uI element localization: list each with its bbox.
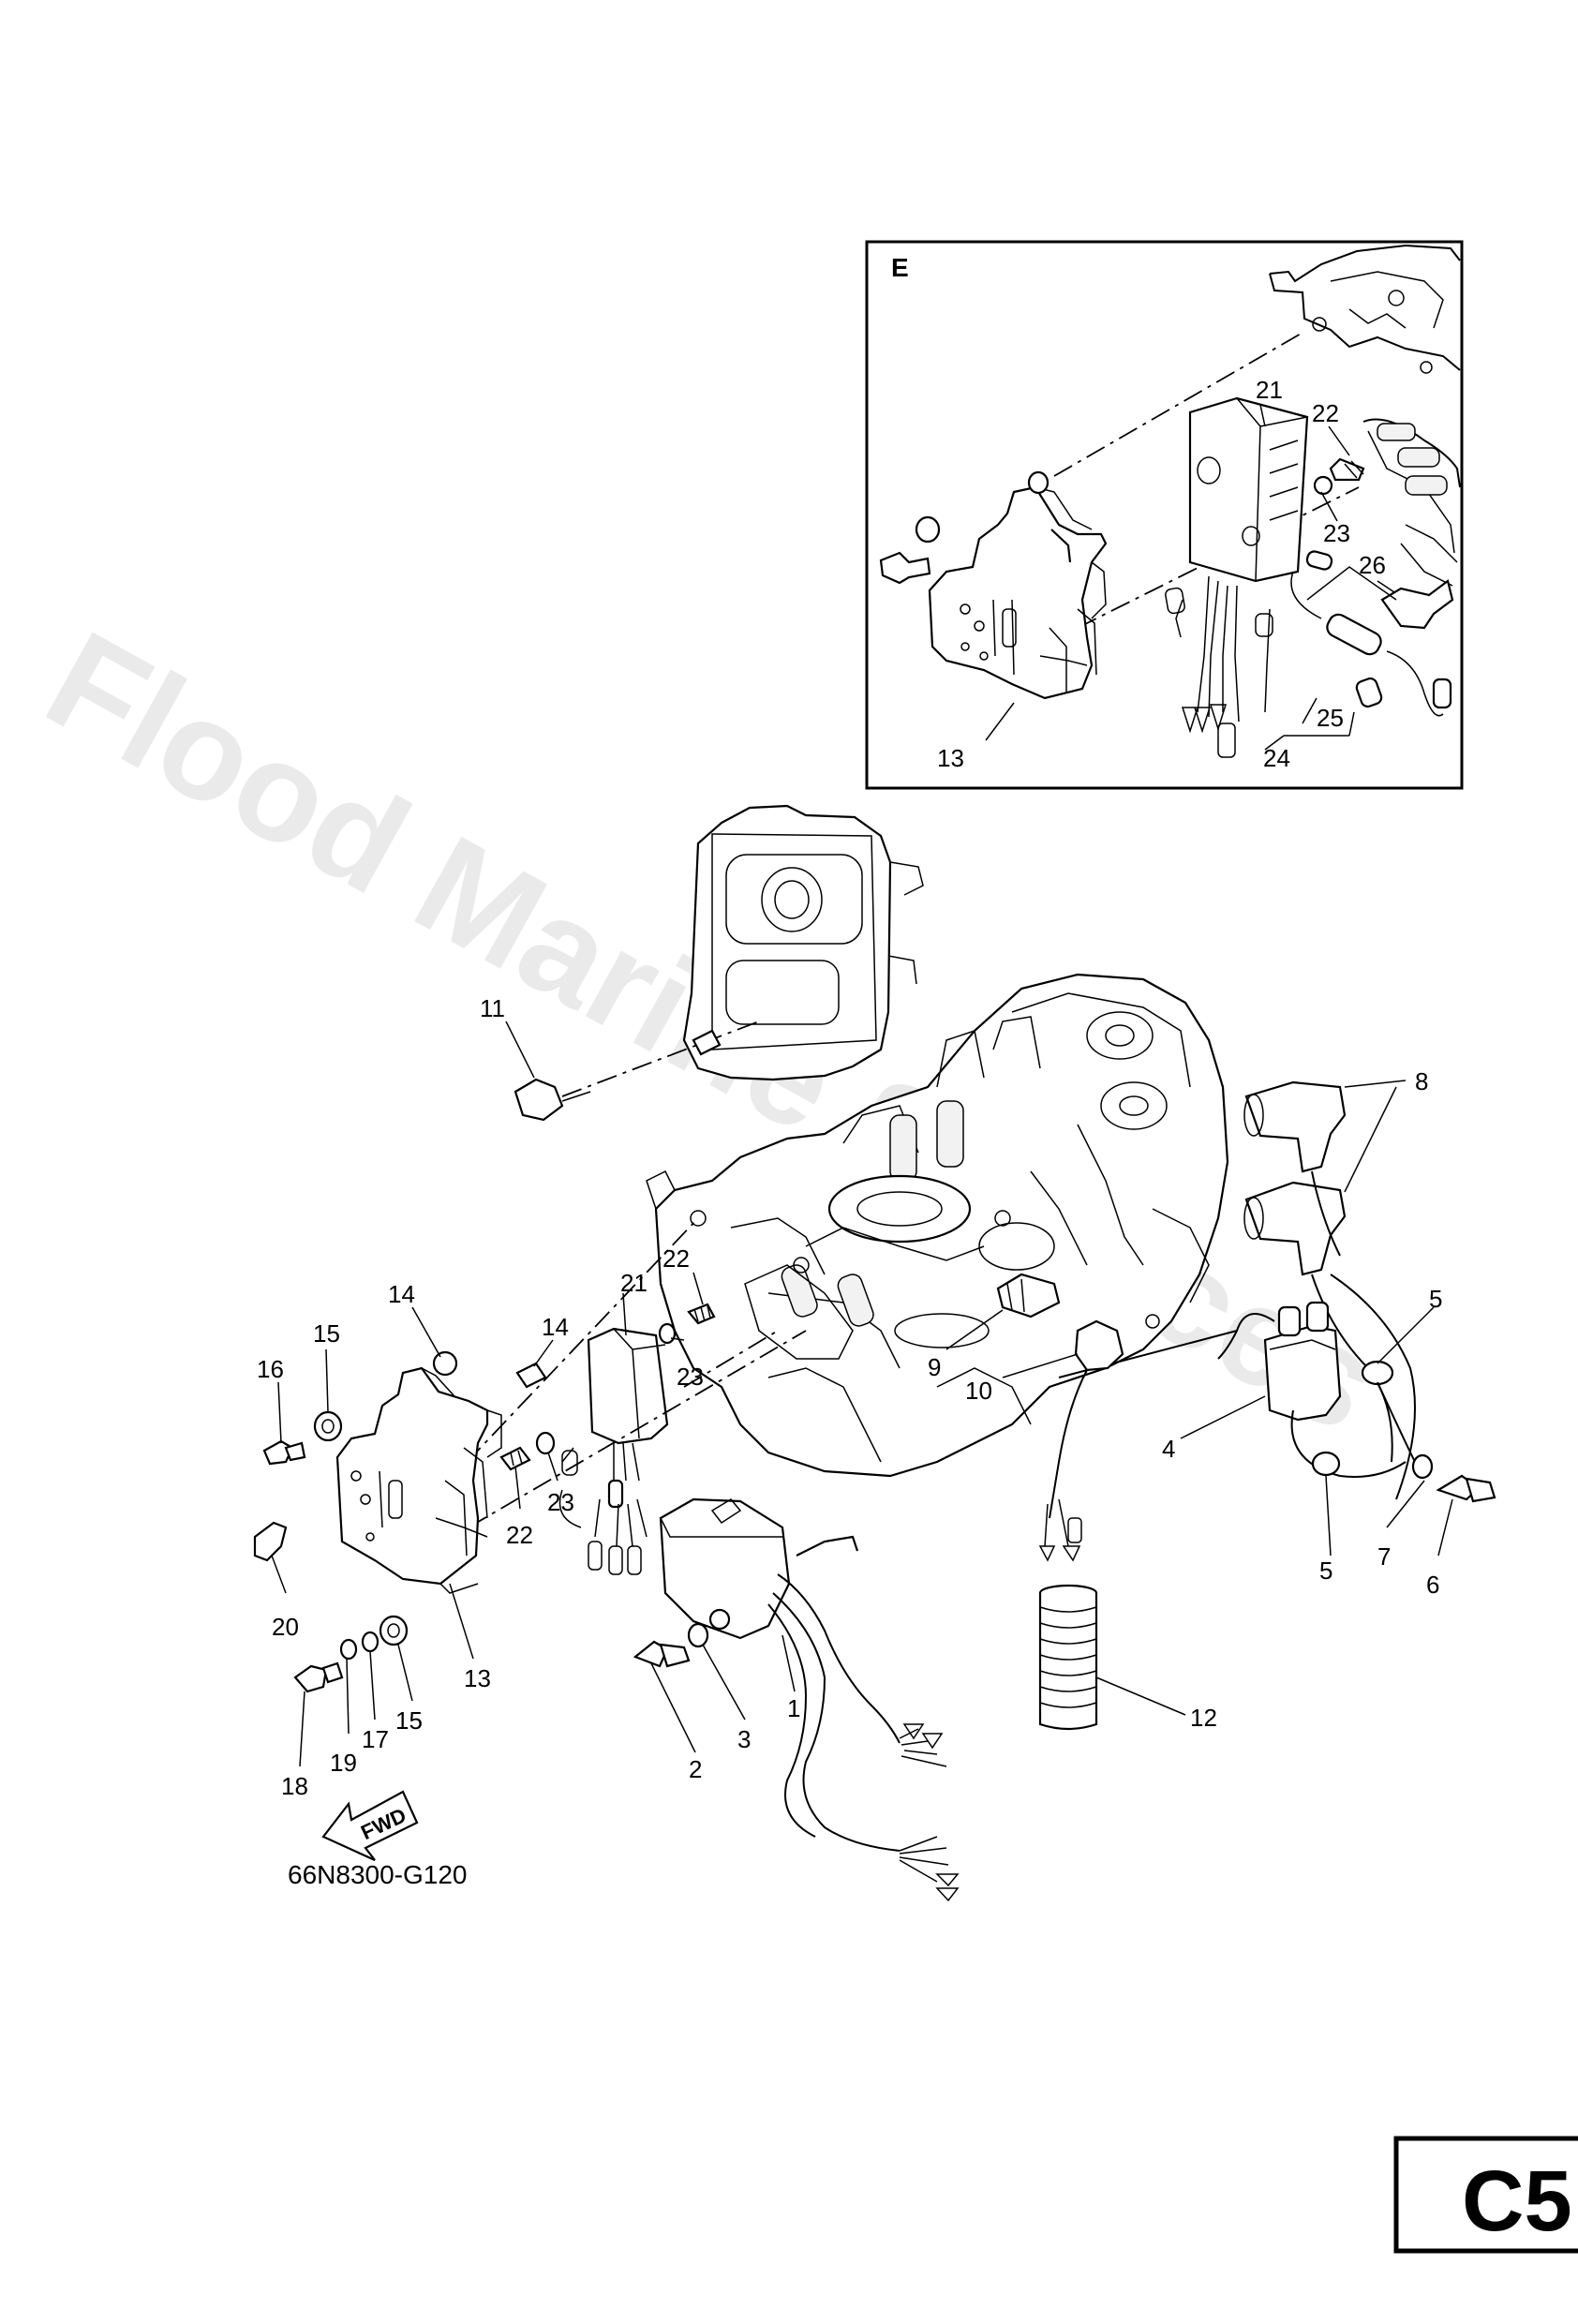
bracket-main	[335, 1366, 502, 1594]
spark-plug-caps	[1243, 1080, 1416, 1500]
label-1: 1	[787, 1694, 800, 1722]
bolt-22-top	[687, 1303, 716, 1325]
label-11: 11	[480, 994, 505, 1022]
label-8: 8	[1415, 1067, 1428, 1095]
washer-19	[339, 1638, 358, 1661]
inset-label-22: 22	[1312, 399, 1339, 427]
bolt-6	[1436, 1474, 1496, 1503]
main-assembly: FWD 11 8 22 21 14 15 16 14 23 23 22 9 10…	[253, 804, 1496, 1902]
label-15-upper: 15	[313, 1319, 340, 1348]
main-leaders	[271, 1020, 1453, 1767]
label-12: 12	[1190, 1704, 1217, 1732]
inset-label-13: 13	[937, 744, 964, 772]
label-22-lower: 22	[506, 1521, 533, 1549]
inset-frame	[865, 240, 1464, 790]
label-23-top: 23	[677, 1363, 704, 1391]
inset-e: E	[865, 240, 1464, 790]
grommet-14-b	[515, 1362, 547, 1389]
grommet-15-lower	[379, 1615, 409, 1646]
inset-small-parts	[879, 457, 1454, 717]
inset-label-21: 21	[1256, 376, 1283, 404]
label-19: 19	[330, 1749, 357, 1777]
inset-label-26: 26	[1359, 551, 1386, 579]
washer-23-lower	[535, 1431, 556, 1455]
grommet-14-a	[432, 1350, 458, 1377]
label-20: 20	[272, 1613, 299, 1641]
bolt-2	[633, 1640, 691, 1668]
inset-label-25: 25	[1317, 704, 1344, 732]
inset-bracket	[928, 485, 1108, 700]
washer-23-top	[658, 1322, 677, 1345]
label-18: 18	[281, 1772, 308, 1800]
washer-17	[361, 1631, 380, 1653]
grommet-15-upper	[313, 1410, 343, 1442]
washer-7	[1411, 1453, 1434, 1480]
rectifier-main	[558, 1327, 669, 1575]
label-9: 9	[928, 1353, 941, 1381]
bolt-16	[262, 1439, 306, 1466]
label-15-lower: 15	[395, 1706, 423, 1735]
label-23-lower: 23	[547, 1488, 574, 1516]
engine-cover-part	[682, 804, 924, 1081]
label-6: 6	[1426, 1571, 1439, 1599]
exhaust-hose	[1038, 1584, 1098, 1731]
drawing-code: 66N8300-G120	[288, 1860, 467, 1889]
clamp-20	[253, 1521, 288, 1562]
label-17: 17	[362, 1725, 389, 1753]
label-4: 4	[1162, 1435, 1175, 1463]
label-14-b: 14	[542, 1313, 569, 1341]
ignition-coil	[1217, 1301, 1416, 1478]
inset-label: E	[891, 253, 909, 282]
page-tab-label: C5	[1462, 2153, 1572, 2249]
label-22-top: 22	[662, 1244, 690, 1273]
label-3: 3	[737, 1725, 751, 1753]
bolt-22-lower	[499, 1446, 531, 1471]
label-21: 21	[620, 1269, 648, 1297]
page-tab: C5	[1393, 2136, 1578, 2254]
thermo-switch	[996, 1273, 1124, 1562]
label-7: 7	[1377, 1542, 1391, 1571]
label-5-upper: 5	[1429, 1285, 1442, 1313]
inset-rectifier	[1165, 396, 1309, 758]
inset-leaders	[985, 404, 1395, 751]
inset-engine-block	[1269, 244, 1461, 587]
label-16: 16	[257, 1355, 284, 1383]
inset-label-24: 24	[1263, 744, 1290, 772]
washer-3	[687, 1622, 709, 1648]
cdi-unit	[659, 1497, 960, 1902]
label-10: 10	[965, 1377, 992, 1405]
temp-sensor	[514, 1020, 760, 1122]
label-2: 2	[689, 1755, 702, 1783]
bolt-18	[293, 1661, 344, 1693]
label-14-a: 14	[388, 1280, 415, 1308]
fwd-arrow: FWD	[321, 1790, 419, 1862]
inset-label-23: 23	[1323, 519, 1350, 547]
label-13: 13	[464, 1664, 491, 1692]
label-5-lower: 5	[1319, 1557, 1332, 1585]
